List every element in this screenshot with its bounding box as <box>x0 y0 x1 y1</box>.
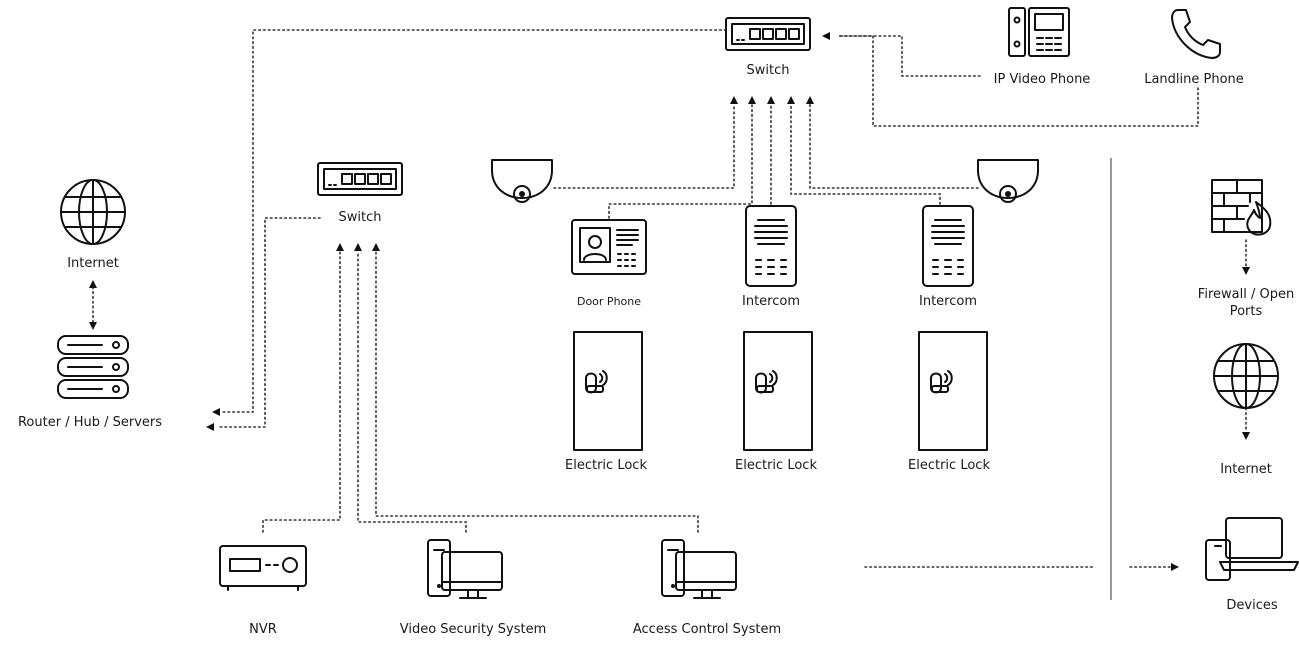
electric-lock-1-icon <box>573 331 643 451</box>
arrow-up-4 <box>787 96 795 104</box>
landline-phone-icon <box>1171 9 1221 59</box>
globe-left-icon <box>60 179 126 245</box>
connector-doorphone-switch <box>608 103 753 219</box>
video-security-label: Video Security System <box>399 622 547 637</box>
switch-top-icon <box>725 17 811 51</box>
arrow-left-router-2 <box>206 423 214 431</box>
intercom-1-icon <box>745 205 797 287</box>
connector-camera1-switch <box>553 103 735 189</box>
globe-right-icon <box>1213 343 1279 409</box>
arrow-to-devices <box>1171 563 1179 571</box>
camera-left-icon <box>491 159 553 203</box>
devices-icon <box>1205 517 1299 581</box>
nvr-label: NVR <box>249 622 277 637</box>
switch-top-label: Switch <box>746 63 790 78</box>
landline-phone-label: Landline Phone <box>1144 72 1244 87</box>
electric-lock-3-icon <box>918 331 988 451</box>
connector-ipphone-switch <box>837 35 981 77</box>
door-phone-icon <box>571 219 647 275</box>
arrow-up-3 <box>767 96 775 104</box>
video-security-computer-icon <box>427 539 503 599</box>
switch-left-icon <box>317 162 403 196</box>
connector-camera2-switch <box>809 103 979 189</box>
nvr-icon <box>219 545 307 591</box>
arrow-up-2 <box>748 96 756 104</box>
internet-right-label: Internet <box>1220 462 1272 477</box>
arrow-up-6 <box>336 243 344 251</box>
electric-lock-2-label: Electric Lock <box>735 458 817 473</box>
ip-video-phone-label: IP Video Phone <box>993 72 1091 87</box>
connector-nvr-switch <box>262 251 341 533</box>
router-server-icon <box>57 335 129 399</box>
access-control-label: Access Control System <box>632 622 782 637</box>
electric-lock-1-label: Electric Lock <box>565 458 647 473</box>
firewall-label: Firewall / Open Ports <box>1197 287 1295 319</box>
intercom-2-icon <box>922 205 974 287</box>
electric-lock-3-label: Electric Lock <box>908 458 990 473</box>
arrow-up-5 <box>806 96 814 104</box>
connector-intercom2-switch <box>790 103 941 205</box>
arrow-internet-down <box>1242 432 1250 440</box>
arrow-up-7 <box>354 243 362 251</box>
camera-right-icon <box>977 159 1039 203</box>
arrow-firewall-down <box>1242 267 1250 275</box>
arrow-left-switch <box>822 32 830 40</box>
firewall-icon <box>1211 179 1272 236</box>
router-label: Router / Hub / Servers <box>17 415 163 430</box>
arrow-internet-up <box>89 280 97 288</box>
ip-video-phone-icon <box>1008 7 1070 57</box>
arrow-router-down <box>89 322 97 330</box>
electric-lock-2-icon <box>743 331 813 451</box>
door-phone-label: Door Phone <box>576 295 642 308</box>
intercom-1-label: Intercom <box>742 294 800 309</box>
switch-left-label: Switch <box>338 210 382 225</box>
devices-label: Devices <box>1226 598 1278 613</box>
connector-switch-left-router <box>217 217 321 428</box>
arrow-up-1 <box>730 96 738 104</box>
arrow-up-8 <box>372 243 380 251</box>
connector-landline-switch <box>837 35 1199 127</box>
connector-access-switch <box>375 251 699 533</box>
internet-left-label: Internet <box>67 256 119 271</box>
connector-switch-top-router <box>221 29 727 413</box>
connector-video-switch <box>357 251 467 533</box>
intercom-2-label: Intercom <box>919 294 977 309</box>
arrow-left-router-1 <box>212 408 220 416</box>
connectors <box>92 29 1247 600</box>
arrowheads <box>89 32 1250 571</box>
access-control-computer-icon <box>661 539 737 599</box>
